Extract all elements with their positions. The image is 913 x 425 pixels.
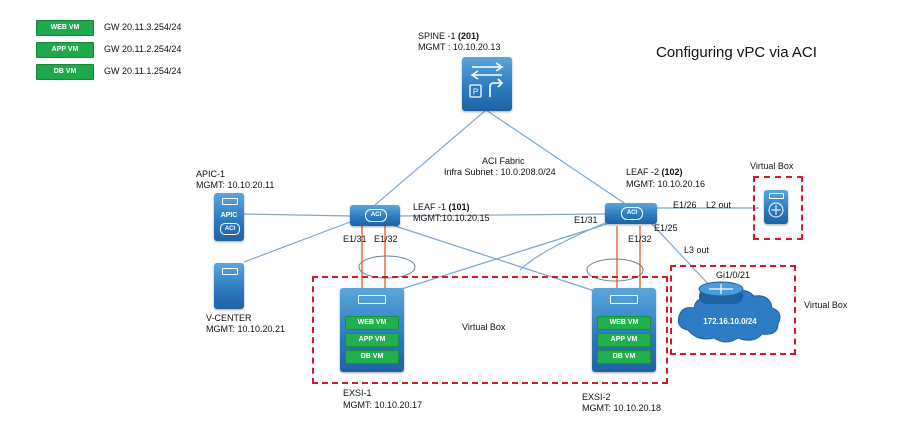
leaf2-label: LEAF -2 (102) [626, 167, 683, 177]
leaf1-port-a: E1/31 [343, 234, 367, 244]
exsi1-name: EXSI-1 [343, 388, 372, 398]
spine-mgmt: MGMT : 10.10.20.13 [418, 42, 501, 52]
leaf1-switch-icon: ACI [350, 205, 400, 226]
cloud-icon: 172.16.10.0/24 [677, 290, 781, 343]
link-leaf1-leaf2 [399, 213, 606, 217]
link-spine-leaf1 [374, 109, 487, 206]
virtual-box-right [670, 265, 796, 355]
vcenter-mgmt: MGMT: 10.10.20.21 [206, 324, 286, 334]
link-leaf2-curve [519, 219, 613, 271]
apic-name: APIC-1 [196, 169, 226, 179]
vpc-bundle-right [586, 258, 644, 282]
l3-out-label: L3 out [684, 245, 710, 255]
virtual-box-label-center: Virtual Box [462, 322, 506, 332]
vpc-bundle-left [358, 255, 416, 279]
link-vcenter-leaf1 [243, 221, 351, 263]
exsi1-app-vm: APP VM [345, 333, 399, 347]
leaf2-port-c: E1/25 [654, 223, 678, 233]
diagram-title: Configuring vPC via ACI [656, 44, 817, 61]
apic-icon-text: APIC [220, 212, 238, 219]
exsi2-server-icon: WEB VM APP VM DB VM [592, 288, 656, 372]
legend-app-vm-pill: APP VM [36, 42, 94, 58]
legend-web-vm-gw: GW 20.11.3.254/24 [104, 22, 182, 32]
vcenter-name: V-CENTER [206, 313, 252, 323]
virtual-box-label-right: Virtual Box [804, 300, 848, 310]
virtual-box-center [312, 276, 668, 384]
apic-aci-badge: ACI [220, 223, 240, 235]
legend-db-vm-pill: DB VM [36, 64, 94, 80]
leaf2-aci-badge: ACI [621, 207, 643, 220]
leaf1-port-b: E1/32 [374, 234, 398, 244]
leaf2-switch-icon: ACI [605, 203, 657, 224]
spine-switch-icon: P [462, 57, 512, 111]
virtual-box-top [753, 176, 803, 240]
exsi2-mgmt: MGMT: 10.10.20.18 [582, 403, 662, 413]
l2-out-device-icon [764, 190, 788, 224]
leaf2-port-a: E1/31 [574, 215, 598, 225]
exsi1-db-vm: DB VM [345, 350, 399, 364]
apic-server-icon: APIC ACI [214, 193, 244, 241]
leaf1-label: LEAF -1 (101) [413, 202, 470, 212]
link-leaf2-router [651, 223, 713, 289]
link-spine-leaf2 [485, 109, 628, 206]
fabric-label: ACI Fabric [482, 156, 525, 166]
router-icon [698, 281, 744, 304]
link-leaf2-exsi1 [391, 223, 608, 293]
exsi2-app-vm: APP VM [597, 333, 651, 347]
link-leaf1-exsi2 [394, 225, 611, 297]
legend-db-vm-gw: GW 20.11.1.254/24 [104, 66, 182, 76]
exsi2-db-vm: DB VM [597, 350, 651, 364]
leaf2-port-b: E1/32 [628, 234, 652, 244]
spine-label: SPINE -1 (201) [418, 31, 480, 41]
apic-mgmt: MGMT: 10.10.20.11 [196, 180, 275, 190]
router-subnet-label: 172.16.10.0/24 [703, 317, 757, 326]
router-port-label: Gi1/0/21 [716, 270, 751, 280]
legend-app-vm-gw: GW 20.11.2.254/24 [104, 44, 182, 54]
l2-out-label: L2 out [706, 200, 732, 210]
vcenter-server-icon [214, 263, 244, 309]
leaf2-mgmt: MGMT: 10.10.20.16 [626, 179, 706, 189]
leaf1-aci-badge: ACI [365, 209, 387, 222]
legend-web-vm-pill: WEB VM [36, 20, 94, 36]
exsi1-web-vm: WEB VM [345, 316, 399, 330]
link-apic-leaf1 [243, 213, 351, 217]
exsi1-server-icon: WEB VM APP VM DB VM [340, 288, 404, 372]
leaf1-mgmt: MGMT:10.10.20.15 [413, 213, 490, 223]
exsi2-name: EXSI-2 [582, 392, 611, 402]
svg-text:P: P [473, 88, 478, 97]
exsi1-mgmt: MGMT: 10.10.20.17 [343, 400, 423, 410]
fabric-subnet: Infra Subnet : 10.0.208.0/24 [444, 167, 556, 177]
exsi2-web-vm: WEB VM [597, 316, 651, 330]
virtual-box-label-top: Virtual Box [750, 161, 794, 171]
leaf2-port-d: E1/26 [673, 200, 697, 210]
